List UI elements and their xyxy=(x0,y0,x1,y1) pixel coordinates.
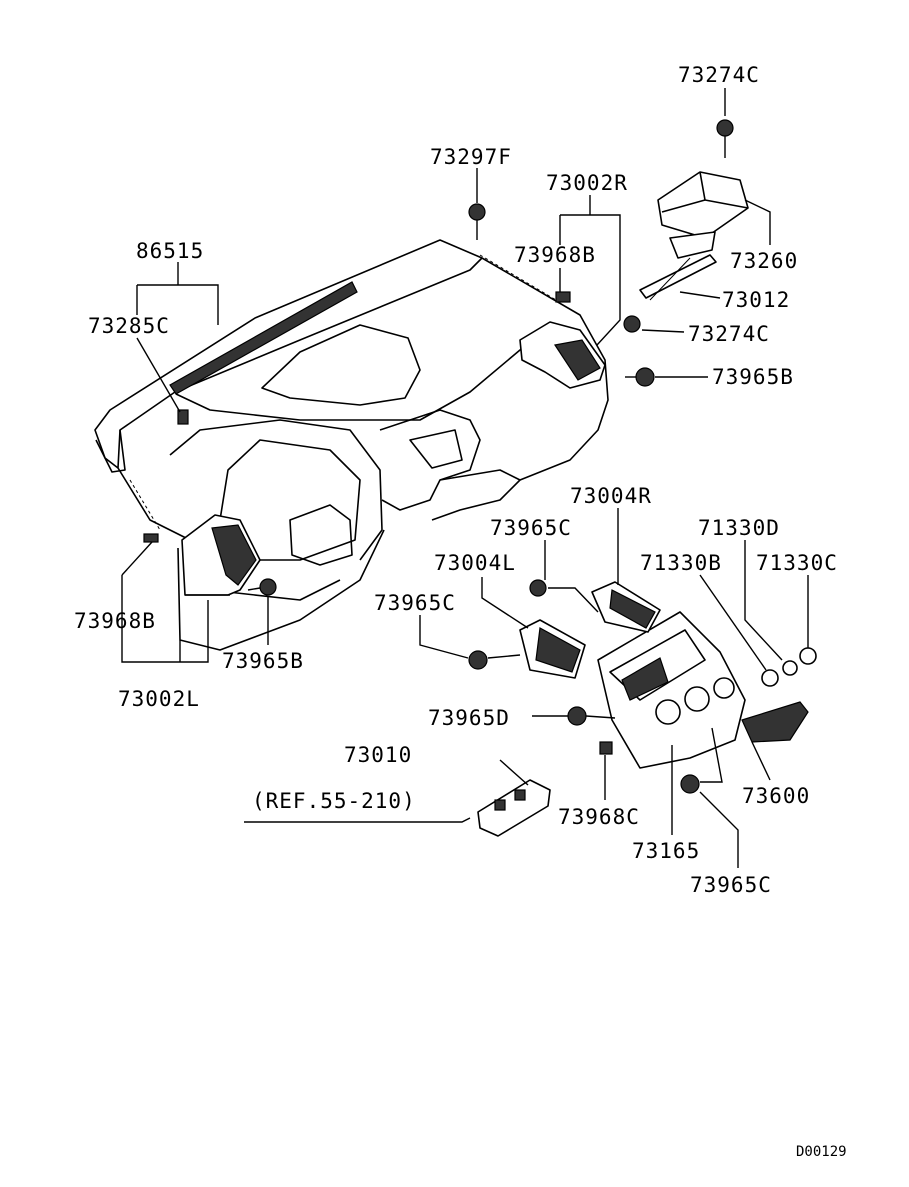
part-labels: 73274C 73297F 73002R 86515 73968B 73260 … xyxy=(74,63,847,1160)
label-73968B-left: 73968B xyxy=(74,609,156,633)
fasteners xyxy=(143,119,817,794)
passenger-airbag-module xyxy=(639,171,749,301)
center-panel-bezel xyxy=(597,611,746,769)
ref-note: (REF.55-210) xyxy=(252,789,416,813)
label-73274C-mid: 73274C xyxy=(688,322,770,346)
label-73004L: 73004L xyxy=(434,551,516,575)
leader-lines xyxy=(121,88,809,868)
label-73600: 73600 xyxy=(742,784,810,808)
drawing-code: D00129 xyxy=(796,1144,847,1160)
switch-panel xyxy=(477,779,551,837)
label-73297F: 73297F xyxy=(430,145,512,169)
label-73285C: 73285C xyxy=(88,314,170,338)
label-73968B-top: 73968B xyxy=(514,243,596,267)
label-73004R: 73004R xyxy=(570,484,652,508)
label-86515: 86515 xyxy=(136,239,204,263)
vent-right xyxy=(519,321,606,389)
label-71330D: 71330D xyxy=(698,516,780,540)
side-vent-l xyxy=(519,619,586,679)
label-71330C: 71330C xyxy=(756,551,838,575)
label-73965C-a: 73965C xyxy=(490,516,572,540)
label-73965C-c: 73965C xyxy=(690,873,772,897)
label-73260: 73260 xyxy=(730,249,798,273)
label-73274C-top: 73274C xyxy=(678,63,760,87)
label-73968C: 73968C xyxy=(558,805,640,829)
label-73965C-b: 73965C xyxy=(374,591,456,615)
label-73010: 73010 xyxy=(344,743,412,767)
vent-left xyxy=(181,514,261,596)
label-73165: 73165 xyxy=(632,839,700,863)
label-73965B-right: 73965B xyxy=(712,365,794,389)
label-73002R: 73002R xyxy=(546,171,628,195)
label-71330B: 71330B xyxy=(640,551,722,575)
lower-cover xyxy=(741,701,809,743)
label-73965B-left: 73965B xyxy=(222,649,304,673)
label-73012: 73012 xyxy=(722,288,790,312)
label-73965D: 73965D xyxy=(428,706,510,730)
label-73002L: 73002L xyxy=(118,687,200,711)
side-vent-r xyxy=(591,581,661,633)
